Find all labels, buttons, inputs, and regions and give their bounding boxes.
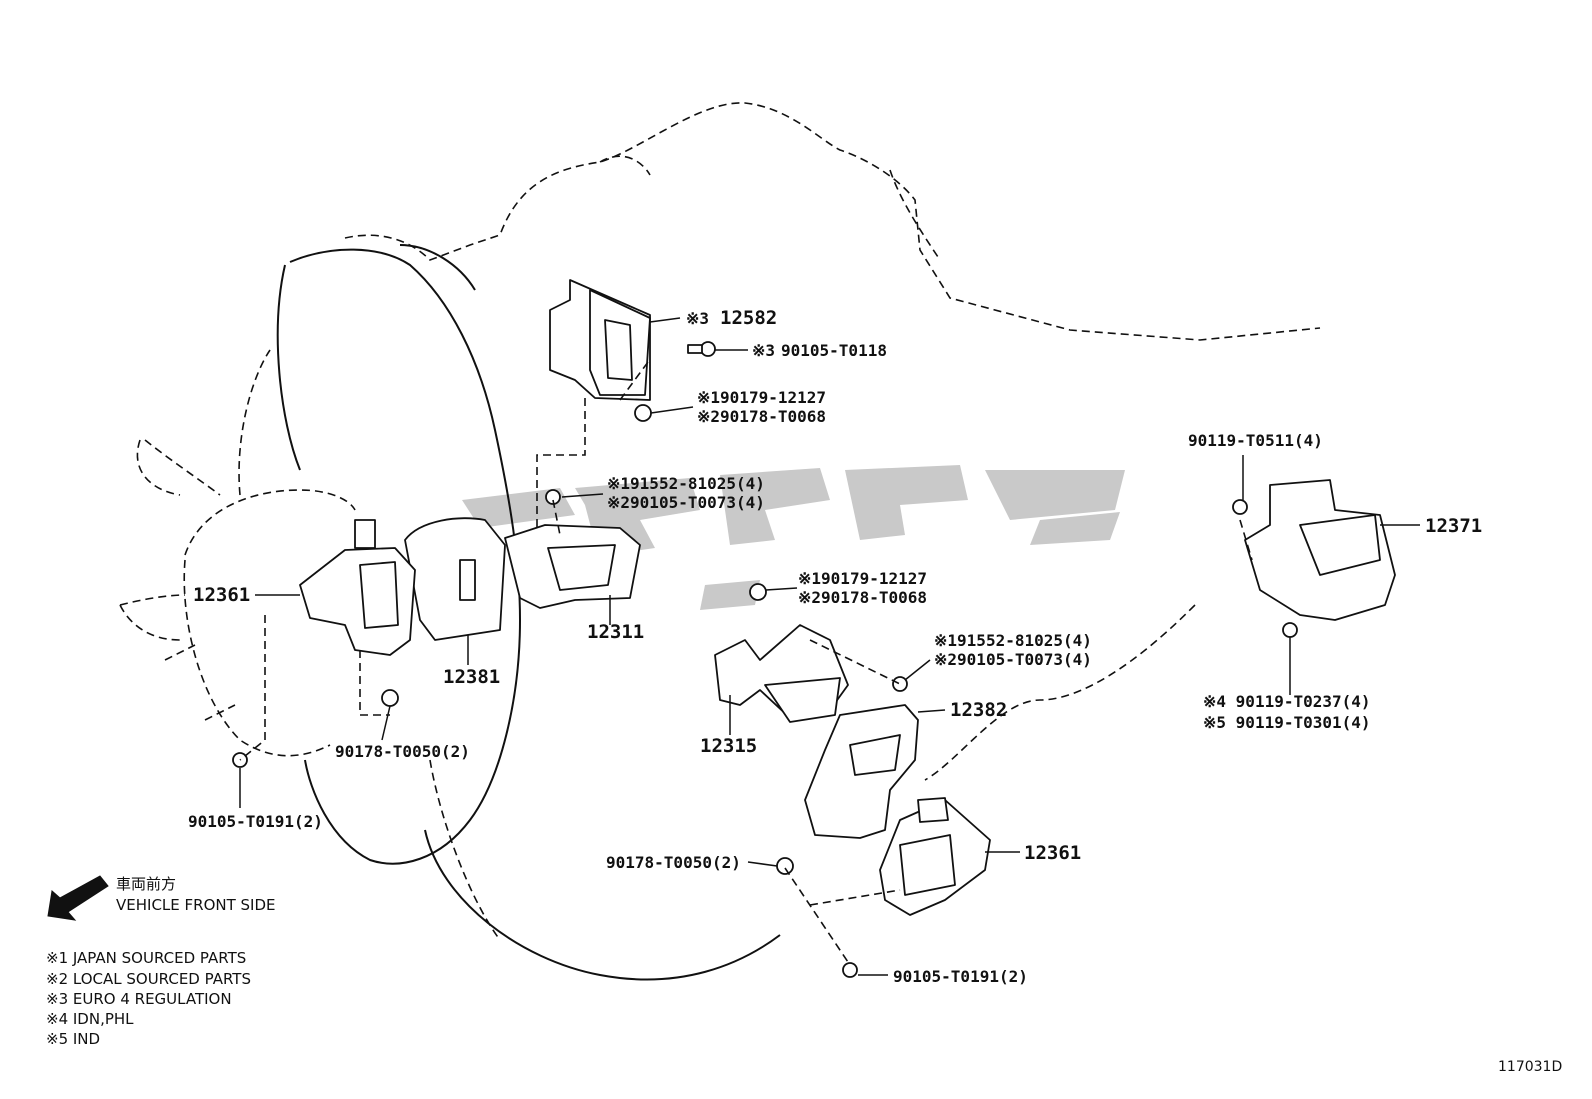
bolt-90105-T0073-lower-label: ※290105-T0073(4)	[934, 650, 1092, 669]
nut-90178-T0050-left-label: 90178-T0050(2)	[335, 742, 470, 761]
legend-item: ※3 EURO 4 REGULATION	[46, 990, 232, 1008]
nut-90178-T0068-lower-label: ※290178-T0068	[798, 588, 927, 607]
vehicle-front-indicator: 車両前方 VEHICLE FRONT SIDE	[47, 875, 276, 921]
part-12311-label: 12311	[587, 621, 644, 643]
washer-91552-81025-label: ※191552-81025(4)	[607, 474, 765, 493]
part-12582-note: ※3	[686, 309, 709, 328]
arrow-down-left-icon	[47, 875, 109, 921]
legend-item: ※2 LOCAL SOURCED PARTS	[46, 970, 251, 988]
part-12361-left-label: 12361	[193, 584, 250, 606]
assembly-lines	[239, 361, 1253, 966]
legend-item: ※4 IDN,PHL	[46, 1010, 134, 1028]
diagram-code: 117031D	[1498, 1059, 1562, 1075]
bolt-90105-T0118-note: ※3	[752, 341, 775, 360]
bolt-90105-T0191-right-label: 90105-T0191(2)	[893, 967, 1028, 986]
nut-90178-T0068-label: ※290178-T0068	[697, 407, 826, 426]
bolt-90105-T0073-label: ※290105-T0073(4)	[607, 493, 765, 512]
bolt-90119-T0511-label: 90119-T0511(4)	[1188, 431, 1323, 450]
bracket-12315	[714, 624, 849, 723]
bolt-icon	[1232, 499, 1248, 515]
nut-90178-T0050-right-label: 90178-T0050(2)	[606, 853, 741, 872]
part-12382-label: 12382	[950, 699, 1007, 721]
insulator-12361-left	[299, 519, 416, 656]
legend-item: ※5 IND	[46, 1030, 100, 1048]
bolt-icon	[892, 676, 908, 692]
bolt-90105-T0118-label: 90105-T0118	[781, 341, 887, 360]
insulator-12371	[1244, 479, 1396, 621]
washer-91552-81025-lower-label: ※191552-81025(4)	[934, 631, 1092, 650]
bracket-12311	[504, 524, 641, 609]
bolt-icon	[700, 341, 716, 357]
part-labels: ※3 12582 ※3 90105-T0118 ※190179-12127 ※2…	[188, 307, 1482, 986]
bolt-90105-T0191-left-label: 90105-T0191(2)	[188, 812, 323, 831]
nut-icon	[381, 689, 399, 707]
insulator-12382	[804, 704, 919, 839]
part-12371-label: 12371	[1425, 515, 1482, 537]
cooling-fan	[119, 349, 356, 757]
bolt-icon	[1282, 622, 1298, 638]
watermark-logo	[462, 465, 1125, 610]
part-12582-label: 12582	[720, 307, 777, 329]
insulator-12381	[404, 517, 506, 641]
nut-90179-12127-label: ※190179-12127	[697, 388, 826, 407]
leader-lines	[239, 317, 1420, 976]
nut-icon	[749, 583, 767, 601]
nut-90179-12127-lower-label: ※190179-12127	[798, 569, 927, 588]
front-side-en-label: VEHICLE FRONT SIDE	[116, 896, 276, 914]
part-12315-label: 12315	[700, 735, 757, 757]
part-12381-label: 12381	[443, 666, 500, 688]
bolt-90119-T0301-label: ※5 90119-T0301(4)	[1203, 713, 1371, 732]
front-side-jp-label: 車両前方	[116, 875, 176, 893]
insulator-12361-right	[879, 797, 991, 916]
nut-icon	[634, 404, 652, 422]
bolt-90119-T0237-label: ※4 90119-T0237(4)	[1203, 692, 1371, 711]
nut-icon	[776, 857, 794, 875]
flywheel-housing	[276, 244, 781, 981]
bolt-icon	[842, 962, 858, 978]
legend-item: ※1 JAPAN SOURCED PARTS	[46, 949, 246, 967]
bracket-12582	[549, 279, 651, 401]
sourcing-legend: ※1 JAPAN SOURCED PARTS ※2 LOCAL SOURCED …	[46, 949, 251, 1048]
part-12361-right-label: 12361	[1024, 842, 1081, 864]
